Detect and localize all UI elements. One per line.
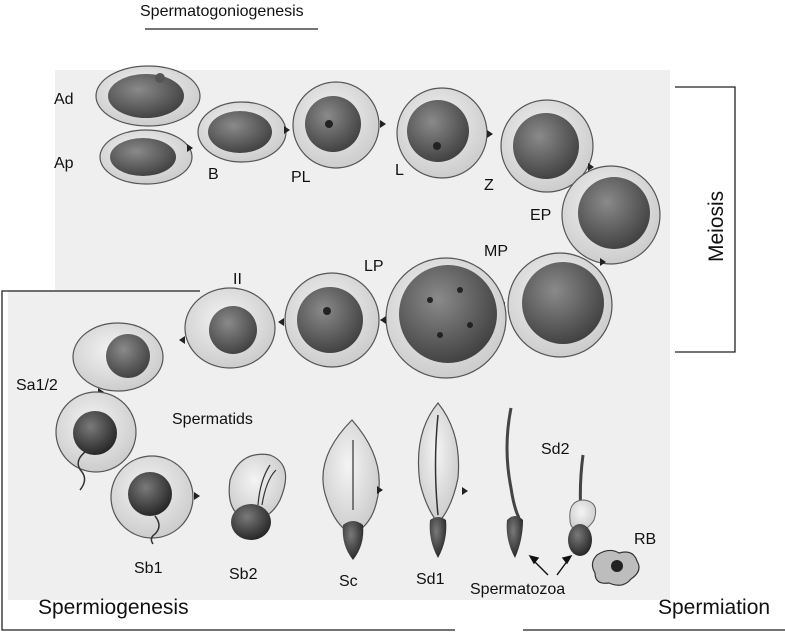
cell-sb2	[228, 453, 287, 540]
sd1-label: Sd1	[416, 571, 445, 588]
spermatogoniogenesis-label: Spermatogoniogenesis	[140, 3, 304, 20]
cell-ii-b	[179, 287, 276, 369]
sd2-label: Sd2	[541, 441, 570, 458]
lp-label: LP	[364, 258, 384, 275]
b-label: B	[208, 166, 219, 183]
cell-sb1	[110, 455, 200, 545]
spermatozoa-arrows	[528, 554, 573, 576]
spermatids-label: Spermatids	[172, 411, 253, 428]
cell-b	[197, 101, 290, 163]
sc-label: Sc	[339, 573, 358, 590]
cell-ep	[561, 165, 661, 266]
ap-label: Ap	[54, 155, 74, 172]
rb-label: RB	[634, 531, 657, 548]
cell-ad	[95, 65, 201, 127]
spermiogenesis-label: Spermiogenesis	[38, 596, 189, 619]
residual-body	[591, 549, 640, 586]
ep-label: EP	[530, 207, 552, 224]
cell-sa2	[55, 391, 137, 491]
cell-pl	[292, 81, 386, 169]
cell-mp	[499, 252, 613, 358]
pl-label: PL	[291, 169, 311, 186]
cell-l	[396, 87, 493, 179]
l-label: L	[395, 162, 404, 179]
spermatozoon-2	[568, 454, 597, 556]
cell-sd1	[417, 402, 468, 558]
cell-sa1	[72, 322, 164, 396]
spermatozoon-1	[505, 407, 523, 558]
sb1-label: Sb1	[134, 560, 163, 577]
sb2-label: Sb2	[229, 566, 258, 583]
sa12-label: Sa1/2	[16, 377, 58, 394]
meiosis-label: Meiosis	[705, 190, 728, 262]
spermiation-label: Spermiation	[658, 596, 771, 619]
spermiogenesis-bracket	[1, 290, 455, 631]
cell-sc	[322, 419, 383, 560]
ad-label: Ad	[54, 91, 74, 108]
z-label: Z	[484, 177, 494, 194]
cell-lp	[380, 257, 507, 379]
cell-ap	[99, 129, 193, 185]
mp-label: MP	[484, 243, 508, 260]
meiosis-bracket	[675, 86, 736, 353]
spermatozoa-label: Spermatozoa	[470, 581, 566, 598]
ii-label: II	[233, 271, 242, 288]
cell-z	[500, 99, 594, 193]
cell-ii-a	[278, 272, 380, 368]
